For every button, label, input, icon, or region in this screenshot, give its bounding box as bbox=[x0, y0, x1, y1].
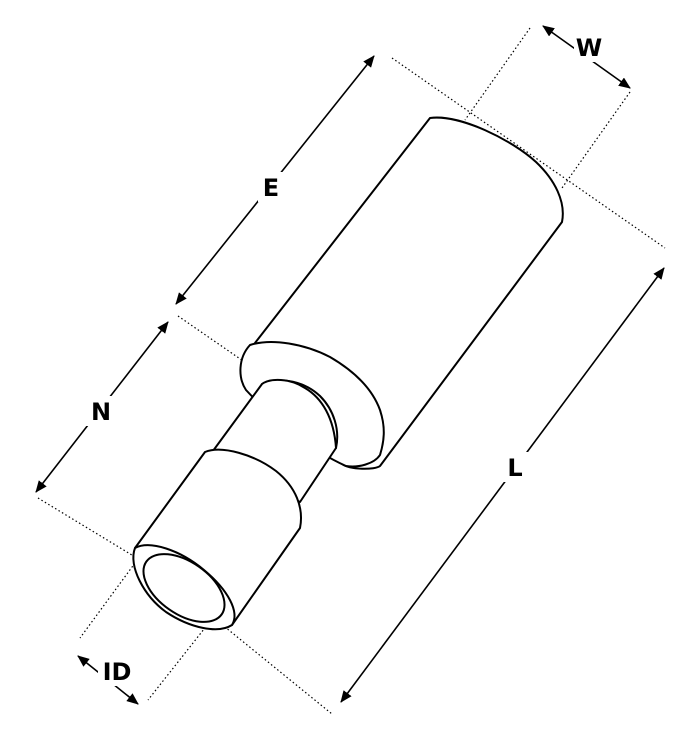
overall-length-dimension-line bbox=[340, 267, 665, 703]
insulation-length-label-bg bbox=[86, 396, 116, 426]
bore-opening bbox=[142, 553, 226, 623]
bore-extension-right bbox=[147, 623, 209, 701]
neck bbox=[209, 378, 337, 503]
overall-length-label: L bbox=[507, 454, 522, 482]
barrel-length-label-bg bbox=[258, 172, 284, 202]
width-label-bg bbox=[574, 32, 604, 62]
inner-diameter-label-bg bbox=[98, 656, 136, 686]
dimension-labels: W E N L ID bbox=[86, 32, 604, 686]
insulation-length-label: N bbox=[91, 398, 111, 426]
top-end-extension-line bbox=[391, 57, 666, 249]
barrel-length-label: E bbox=[263, 174, 279, 202]
connector-body bbox=[132, 116, 564, 631]
bore-extension-left bbox=[79, 562, 136, 639]
bottom-end-extension-line bbox=[149, 565, 333, 715]
overall-length-label-bg bbox=[502, 452, 528, 482]
width-label: W bbox=[576, 34, 602, 62]
barrel-width-extension-left bbox=[464, 27, 531, 121]
entry-end-extension-line bbox=[37, 497, 151, 567]
inner-diameter-label: ID bbox=[103, 658, 132, 686]
barrel-width-extension-right bbox=[561, 91, 631, 189]
